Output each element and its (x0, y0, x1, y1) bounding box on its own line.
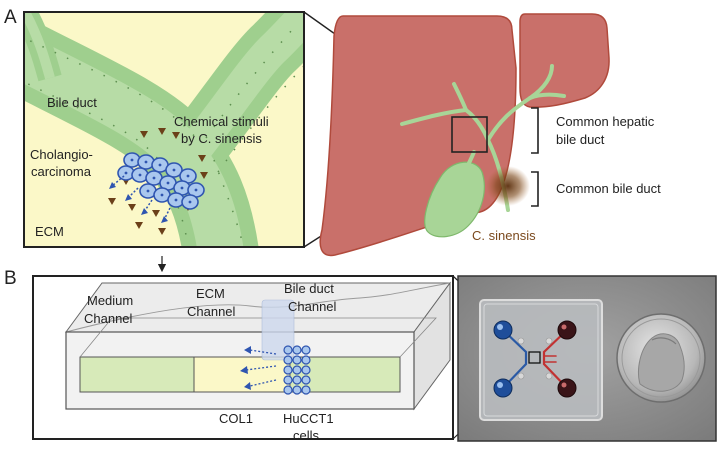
label-ecm: ECM (35, 224, 64, 239)
chip-ports (493, 320, 577, 398)
c-sinensis-infection (486, 166, 530, 206)
inset-frame (23, 11, 305, 248)
device-invasion-arrows (245, 349, 277, 387)
label-common-hepatic-1: Common hepatic (556, 114, 655, 129)
duct-network (24, 12, 304, 247)
bracket-common-bile (531, 171, 539, 207)
label-c-sinensis: C. sinensis (472, 228, 536, 243)
label-medium-1: Medium (87, 293, 133, 308)
chemical-stimuli-markers (108, 128, 208, 235)
label-bile-duct: Bile duct (47, 95, 97, 110)
zoom-box (451, 116, 488, 153)
label-chemical-stimuli-2: by C. sinensis (181, 131, 262, 146)
label-bile-channel-1: Bile duct (284, 281, 334, 296)
label-common-bile-duct: Common bile duct (556, 181, 661, 196)
chip-channels (501, 328, 569, 390)
panel-a-letter: A (4, 7, 17, 28)
label-chemical-stimuli-1: Chemical stimuli (174, 114, 269, 129)
label-bile-channel-2: Channel (288, 299, 337, 314)
label-cholangio-2: carcinoma (31, 164, 92, 179)
medium-channel (79, 356, 195, 393)
label-col1: COL1 (219, 411, 253, 426)
cholangiocarcinoma-cells (117, 152, 205, 210)
liver-left-lobe (519, 13, 610, 108)
label-hucct1-1: HuCCT1 (283, 411, 334, 426)
label-ecm-channel-2: Channel (187, 304, 236, 319)
device-invasion-arrowheads (240, 346, 251, 390)
ecm-channel (193, 356, 291, 393)
liver-illustration (319, 13, 610, 257)
device-photo (457, 275, 717, 442)
chip-zoom-box (528, 351, 541, 364)
hucct1-cell-stack-ghost (261, 299, 295, 361)
hucct1-cell-column (283, 345, 311, 395)
invasion-arrowheads (109, 182, 168, 223)
chip-glass (479, 299, 603, 421)
label-medium-2: Channel (84, 311, 133, 326)
label-ecm-channel-1: ECM (196, 286, 225, 301)
coin (616, 313, 706, 403)
label-cholangio-1: Cholangio- (30, 147, 93, 162)
label-hucct1-2: cells (293, 428, 320, 443)
panel-b-letter: B (4, 268, 17, 289)
bracket-common-hepatic (531, 107, 539, 154)
label-common-hepatic-2: bile duct (556, 132, 605, 147)
device-schematic (65, 281, 451, 411)
bile-duct-inset: Bile duct Chemical stimuli by C. sinensi… (24, 12, 304, 247)
gallbladder (424, 161, 485, 238)
